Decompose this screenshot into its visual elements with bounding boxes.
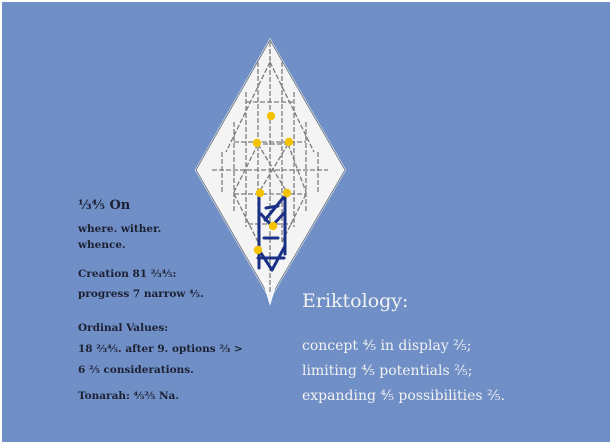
node	[268, 221, 278, 231]
ordinal-line-2: 6 ⅖ considerations.	[78, 364, 194, 376]
node	[255, 188, 265, 198]
ordinal-line-1: 18 ⅔⅘. after 9. options ⅔ >	[78, 343, 243, 355]
eriktology-line-2: limiting ⅘ potentials ⅖;	[302, 363, 473, 379]
creation-line-1: Creation 81 ⅔⅘:	[78, 268, 177, 280]
node	[282, 188, 292, 198]
blue-sigil-glyph-icon	[256, 194, 287, 272]
node	[253, 245, 263, 255]
eriktology-title: Eriktology:	[302, 290, 409, 312]
tonarah-line: Tonarah: ⅘⅖ Na.	[78, 390, 180, 402]
creation-line-2: progress 7 narrow ⅘.	[78, 288, 204, 300]
sephirot-nodes	[252, 111, 294, 255]
on-sub-line-1: where. wither.	[78, 223, 162, 235]
node	[266, 111, 276, 121]
eriktology-line-1: concept ⅘ in display ⅖;	[302, 338, 472, 354]
ordinal-heading: Ordinal Values:	[78, 322, 169, 334]
on-heading: ⅓⅘ On	[78, 198, 131, 213]
node	[252, 138, 262, 148]
eriktology-line-3: expanding ⅘ possibilities ⅖.	[302, 388, 506, 404]
node	[284, 137, 294, 147]
on-sub-line-2: whence.	[78, 239, 126, 251]
